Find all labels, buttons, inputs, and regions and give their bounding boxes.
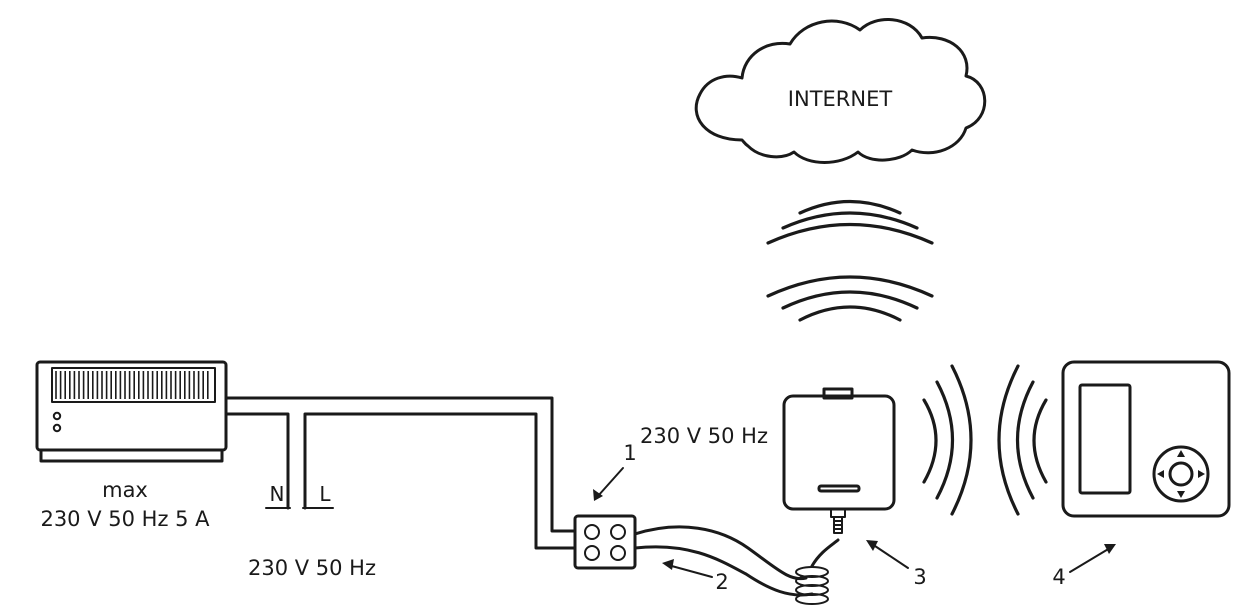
- heater-grille: [55, 371, 209, 399]
- internet-cloud: INTERNET: [694, 18, 987, 164]
- heater-max-label: max: [102, 478, 148, 502]
- gateway-device: [782, 387, 896, 534]
- internet-label: INTERNET: [788, 87, 893, 111]
- relay-cable: [633, 525, 840, 605]
- neutral-label: N: [270, 482, 285, 506]
- heater-rating-label: 230 V 50 Hz 5 A: [40, 507, 210, 531]
- live-label: L: [319, 482, 331, 506]
- wifi-waves-lower: [766, 275, 934, 322]
- wifi-waves-upper: [766, 199, 934, 245]
- cable-coil: [795, 566, 829, 605]
- callout-2: 2: [662, 559, 729, 594]
- heater-unit: [35, 360, 228, 463]
- callout-3: 3: [866, 540, 927, 589]
- terminal-block: [573, 514, 637, 570]
- wifi-waves-right: [922, 364, 1048, 516]
- callout-number: 1: [623, 441, 636, 465]
- thermostat-display: [1078, 383, 1132, 495]
- callout-4: 4: [1052, 544, 1116, 589]
- callout-1: 1: [593, 441, 637, 501]
- callout-number: 2: [715, 570, 728, 594]
- heater-indicator-led: [52, 423, 62, 433]
- mains-voltage-label: 230 V 50 Hz: [248, 556, 376, 580]
- gateway-voltage-label: 230 V 50 Hz: [640, 424, 768, 448]
- thermostat-navigation-pad: [1152, 445, 1210, 503]
- callout-number: 4: [1052, 565, 1065, 589]
- heater-cable: [224, 396, 577, 550]
- mains-supply: N L: [265, 482, 334, 509]
- heater-indicator-led: [52, 411, 62, 421]
- callout-number: 3: [913, 565, 926, 589]
- thermostat-device: [1061, 360, 1231, 518]
